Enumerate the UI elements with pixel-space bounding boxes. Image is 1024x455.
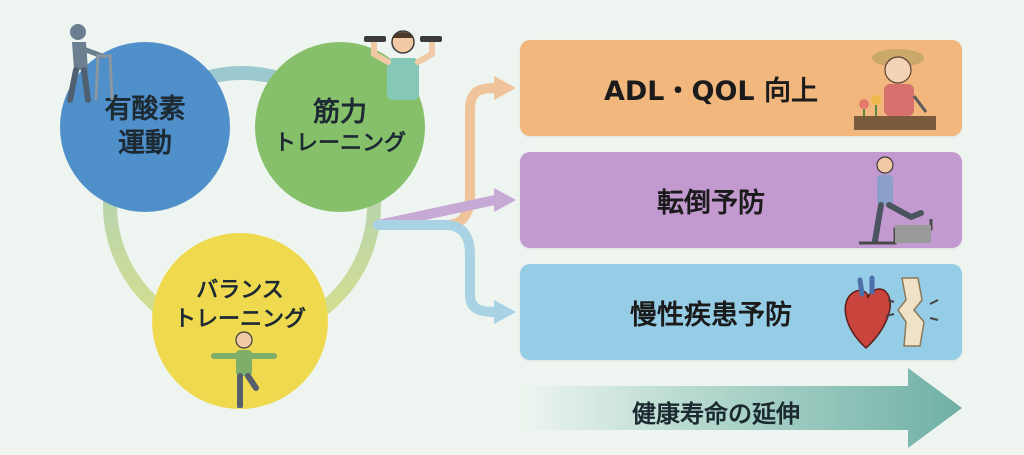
walker-person-icon: [67, 24, 114, 103]
balancing-person-icon: [211, 331, 277, 408]
balance-line2: トレーニング: [173, 307, 306, 332]
aerobic-exercise-circle: 有酸素 運動: [60, 42, 230, 212]
gardening-grandma-icon: [854, 49, 936, 130]
strength-line2: トレーニング: [273, 130, 406, 156]
banner-arrow: [520, 368, 962, 448]
branch-arrowheads: [494, 76, 516, 324]
healthy-life-expectancy-label: 健康寿命の延伸: [632, 400, 800, 428]
chronic-disease-label: 慢性疾患予防: [630, 299, 792, 331]
branch-arrows: [373, 83, 500, 317]
adl-qol-label: ADL・QOL 向上: [603, 75, 819, 107]
heart-and-joint-icon: [844, 275, 939, 350]
stair-step-person-icon: [859, 156, 933, 245]
strength-line1: 筋力: [313, 96, 367, 128]
dumbbell-person-icon: [364, 30, 442, 100]
balance-line1: バランス: [196, 278, 284, 304]
fall-prevention-label: 転倒予防: [657, 187, 765, 219]
aerobic-line1: 有酸素: [104, 94, 186, 126]
aerobic-line2: 運動: [118, 128, 172, 159]
